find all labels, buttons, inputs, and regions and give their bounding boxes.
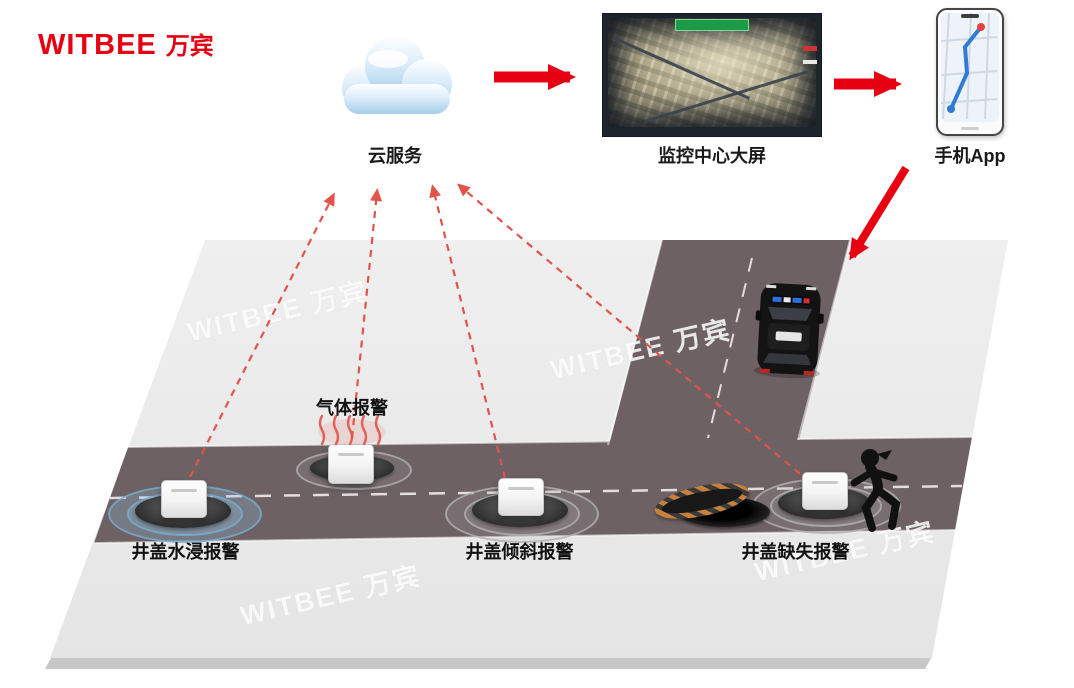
monitor-ui-chip [803,60,817,64]
cloud-label: 云服务 [368,146,422,166]
tilt-alarm-label: 井盖倾斜报警 [465,542,574,562]
missing-alarm-label: 井盖缺失报警 [741,542,850,562]
monitor-ui-chip [803,46,817,51]
ground-side-face [45,658,931,669]
phone-notch [961,14,979,18]
gas-alarm-label: 气体报警 [316,398,388,418]
monitor-screen [603,14,821,136]
brand-logo: WITBEE 万宾 [38,26,214,62]
phone-map [941,13,998,120]
app-label: 手机App [934,146,1006,166]
tilt-sensor-device [498,478,544,516]
missing-sensor-device [802,472,848,510]
phone-home-bar [961,127,979,130]
phone-map-screen [941,13,999,122]
monitor-banner [675,19,749,31]
police-car [753,283,824,379]
brand-logo-text: WITBEE [38,29,157,61]
brand-logo-suffix: 万宾 [165,33,214,60]
monitor-label: 监控中心大屏 [658,146,766,166]
gas-sensor-device [328,444,374,484]
phone-mockup [936,8,1004,136]
water-alarm-label: 井盖水浸报警 [131,542,240,562]
cloud-icon [342,36,452,114]
monitor-city-map [608,18,816,127]
water-sensor-device [161,480,207,518]
pedestrian-figure [850,449,901,532]
